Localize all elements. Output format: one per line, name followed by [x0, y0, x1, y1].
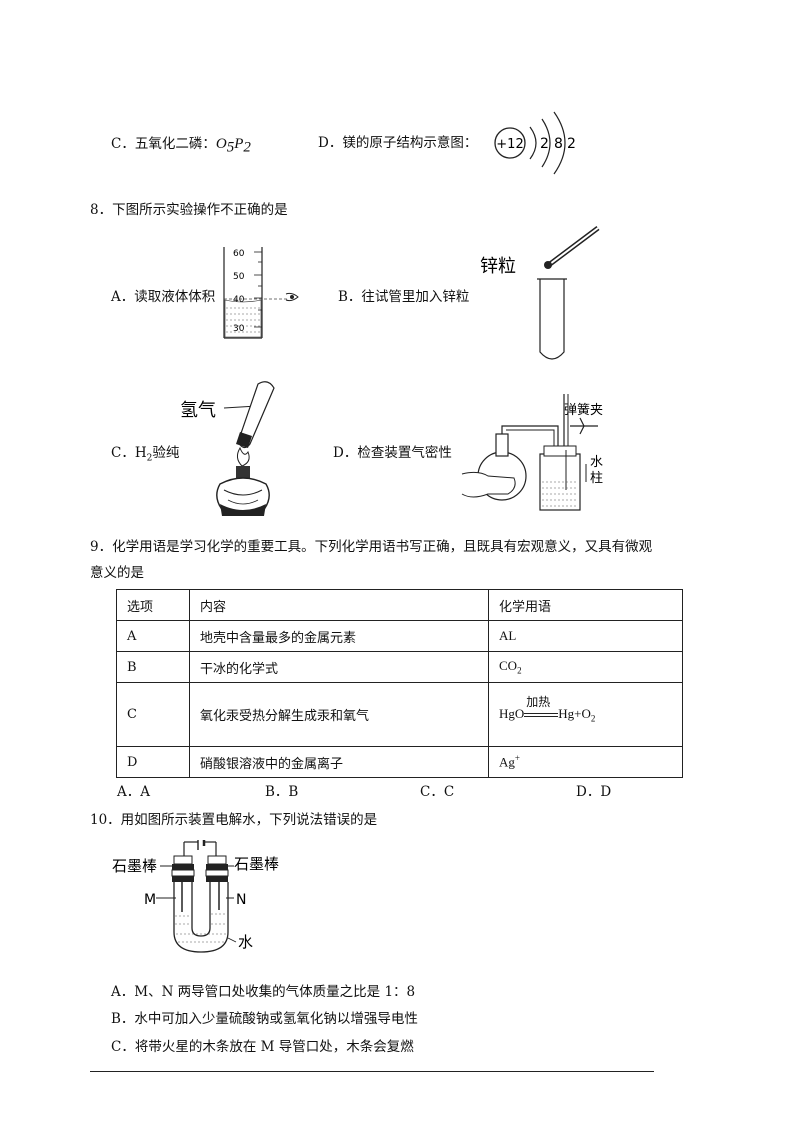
zinc-label: 锌粒 — [480, 256, 516, 277]
q7-option-c: C．五氧化二磷：O5P2 — [111, 135, 251, 157]
clip-label: 弹簧夹 — [564, 402, 603, 418]
row-a-option: A — [116, 620, 190, 652]
shell-electrons-1: 2 — [540, 136, 549, 152]
q7-formula-p: P — [234, 136, 244, 152]
q9-option-c: C．C — [420, 784, 455, 800]
row-b-formula-sub: 2 — [517, 665, 522, 676]
q8-option-c-label: C．H — [111, 445, 147, 461]
water-label: 水 — [238, 933, 253, 951]
row-c-reactant: HgO — [499, 705, 525, 721]
cylinder-tick-50: 50 — [233, 272, 245, 282]
row-d-option: D — [116, 746, 190, 778]
row-b-expression: CO2 — [488, 651, 683, 683]
q8-option-b: B．往试管里加入锌粒 — [338, 289, 470, 305]
header-content: 内容 — [189, 589, 489, 621]
reaction-equals-sign: 加热 — [524, 695, 559, 720]
table-row: B 干冰的化学式 CO2 — [116, 651, 683, 683]
row-a-expression: AL — [488, 620, 683, 652]
q9-table: 选项 内容 化学用语 A 地壳中含量最多的金属元素 AL B 干冰的化学式 CO… — [116, 589, 683, 778]
q9-stem-line1: 9．化学用语是学习化学的重要工具。下列化学用语书写正确，且既具有宏观意义，又具有… — [90, 539, 653, 555]
row-b-content: 干冰的化学式 — [189, 651, 489, 683]
row-c-option: C — [116, 682, 190, 747]
water-column-label-1: 水 — [590, 455, 603, 470]
q7-option-c-label: C．五氧化二磷： — [111, 136, 216, 152]
water-column-label-2: 柱 — [590, 471, 603, 486]
q7-formula-p-sub: 2 — [243, 139, 251, 156]
row-b-formula: CO — [499, 658, 518, 674]
table-header-row: 选项 内容 化学用语 — [116, 589, 683, 621]
row-d-ion: Ag — [499, 754, 515, 770]
shell-arc-3 — [553, 111, 566, 175]
footer-divider — [90, 1071, 654, 1072]
left-rod-label: 石墨棒 — [112, 857, 157, 875]
row-d-expression: Ag+ — [488, 746, 683, 778]
shell-electrons-2: 8 — [554, 136, 563, 152]
shell-arc-2 — [541, 118, 551, 168]
row-c-products-sub: 2 — [590, 713, 596, 724]
n-label: N — [236, 892, 246, 908]
q10-stem: 10．用如图所示装置电解水，下列说法错误的是 — [90, 812, 378, 828]
q8-option-c: C．H2验纯 — [111, 445, 179, 464]
q9-option-a: A．A — [117, 784, 150, 800]
q10-option-b: B．水中可加入少量硫酸钠或氢氧化钠以增强导电性 — [111, 1011, 418, 1027]
spring-clip — [579, 417, 585, 435]
header-option: 选项 — [116, 589, 190, 621]
cylinder-tick-30: 30 — [233, 324, 245, 334]
q7-formula-o-sub: 5 — [226, 139, 235, 156]
cylinder-tick-40: 40 — [233, 295, 245, 305]
q7-option-d-label: D．镁的原子结构示意图： — [318, 135, 478, 151]
cylinder-tick-60: 60 — [233, 249, 245, 259]
q8-option-a: A．读取液体体积 — [111, 289, 216, 305]
q10-option-a: A．M、N 两导管口处收集的气体质量之比是 1：8 — [111, 984, 416, 1000]
q9-option-b: B．B — [265, 784, 299, 800]
row-b-option: B — [116, 651, 190, 683]
hydrogen-test-figure: 氢气 — [180, 381, 275, 516]
test-tube — [539, 279, 565, 360]
nucleus-charge: +12 — [496, 137, 523, 152]
hand-icon — [461, 471, 516, 498]
eye-icon — [285, 292, 299, 302]
u-tube — [173, 882, 229, 953]
test-tube-zinc-figure: 锌粒 — [480, 226, 600, 360]
shell-electrons-3: 2 — [567, 136, 576, 152]
q9-option-d: D．D — [576, 784, 612, 800]
table-row: A 地壳中含量最多的金属元素 AL — [116, 620, 683, 652]
magnesium-atom-diagram: +12 2 8 2 — [494, 111, 576, 175]
q8-option-c-sub: 2 — [146, 453, 153, 464]
row-a-content: 地壳中含量最多的金属元素 — [189, 620, 489, 652]
nucleus-circle — [494, 127, 526, 159]
graduated-cylinder-figure: 60 50 40 30 — [223, 247, 299, 339]
header-expression: 化学用语 — [488, 589, 683, 621]
zinc-granule — [544, 261, 552, 269]
q10-option-c: C．将带火星的木条放在 M 导管口处，木条会复燃 — [111, 1039, 414, 1055]
electrolysis-apparatus: 石墨棒 石墨棒 M N 水 — [112, 840, 279, 953]
q8-option-c-rest: 验纯 — [152, 445, 180, 461]
row-c-content: 氧化汞受热分解生成汞和氧气 — [189, 682, 489, 747]
reaction-condition: 加热 — [526, 694, 551, 709]
m-label: M — [144, 892, 156, 908]
airtightness-figure: 弹簧夹 水 柱 — [461, 394, 603, 511]
hydrogen-label: 氢气 — [180, 400, 216, 421]
shell-arc-1 — [529, 126, 537, 160]
row-c-products: Hg+O — [558, 705, 591, 721]
q7-formula-o: O — [215, 136, 227, 152]
q8-option-d: D．检查装置气密性 — [333, 445, 452, 461]
right-rod-label: 石墨棒 — [234, 855, 279, 873]
row-d-content: 硝酸银溶液中的金属离子 — [189, 746, 489, 778]
q8-stem: 8．下图所示实验操作不正确的是 — [90, 202, 288, 218]
q9-stem-line2: 意义的是 — [90, 565, 144, 581]
row-d-ion-charge: + — [514, 753, 520, 764]
table-row: D 硝酸银溶液中的金属离子 Ag+ — [116, 746, 683, 778]
